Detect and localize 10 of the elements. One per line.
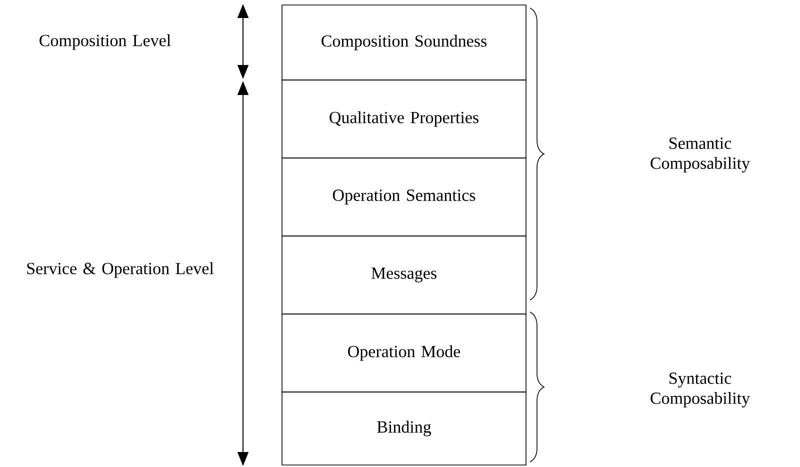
level-label: Composition Level xyxy=(40,34,171,50)
layer-box: Messages xyxy=(282,236,526,314)
layer-box: Operation Mode xyxy=(282,314,526,392)
layer-box: Operation Semantics xyxy=(282,158,526,236)
level-label: Service & Operation Level xyxy=(27,262,214,278)
layer-box: Composition Soundness xyxy=(282,4,526,80)
level-label: Syntactic Composability xyxy=(650,372,750,408)
layer-box: Qualitative Properties xyxy=(282,80,526,158)
layer-box: Binding xyxy=(282,392,526,466)
level-label: Semantic Composability xyxy=(650,138,750,172)
